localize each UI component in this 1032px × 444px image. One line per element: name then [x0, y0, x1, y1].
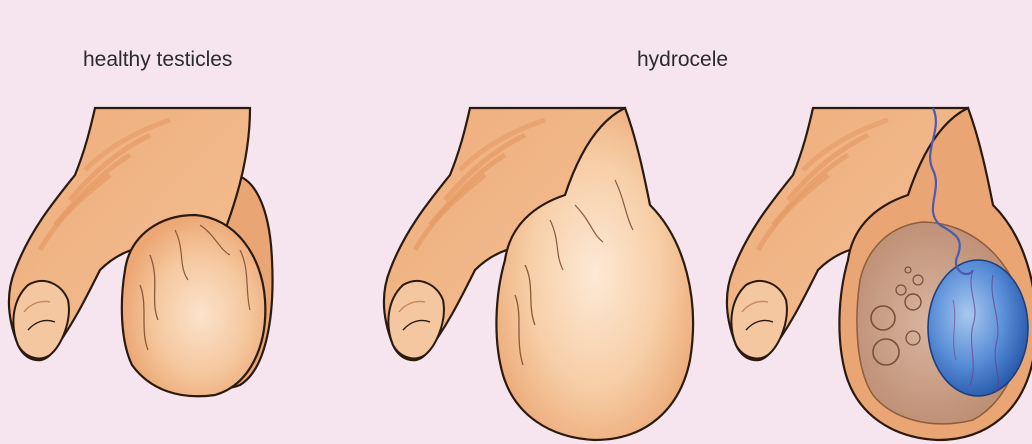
testis-icon [928, 260, 1028, 396]
hydrocele-scrotum-illustration [384, 108, 693, 440]
healthy-scrotum-illustration [9, 108, 273, 396]
hydrocele-cutaway-illustration [727, 108, 1032, 440]
